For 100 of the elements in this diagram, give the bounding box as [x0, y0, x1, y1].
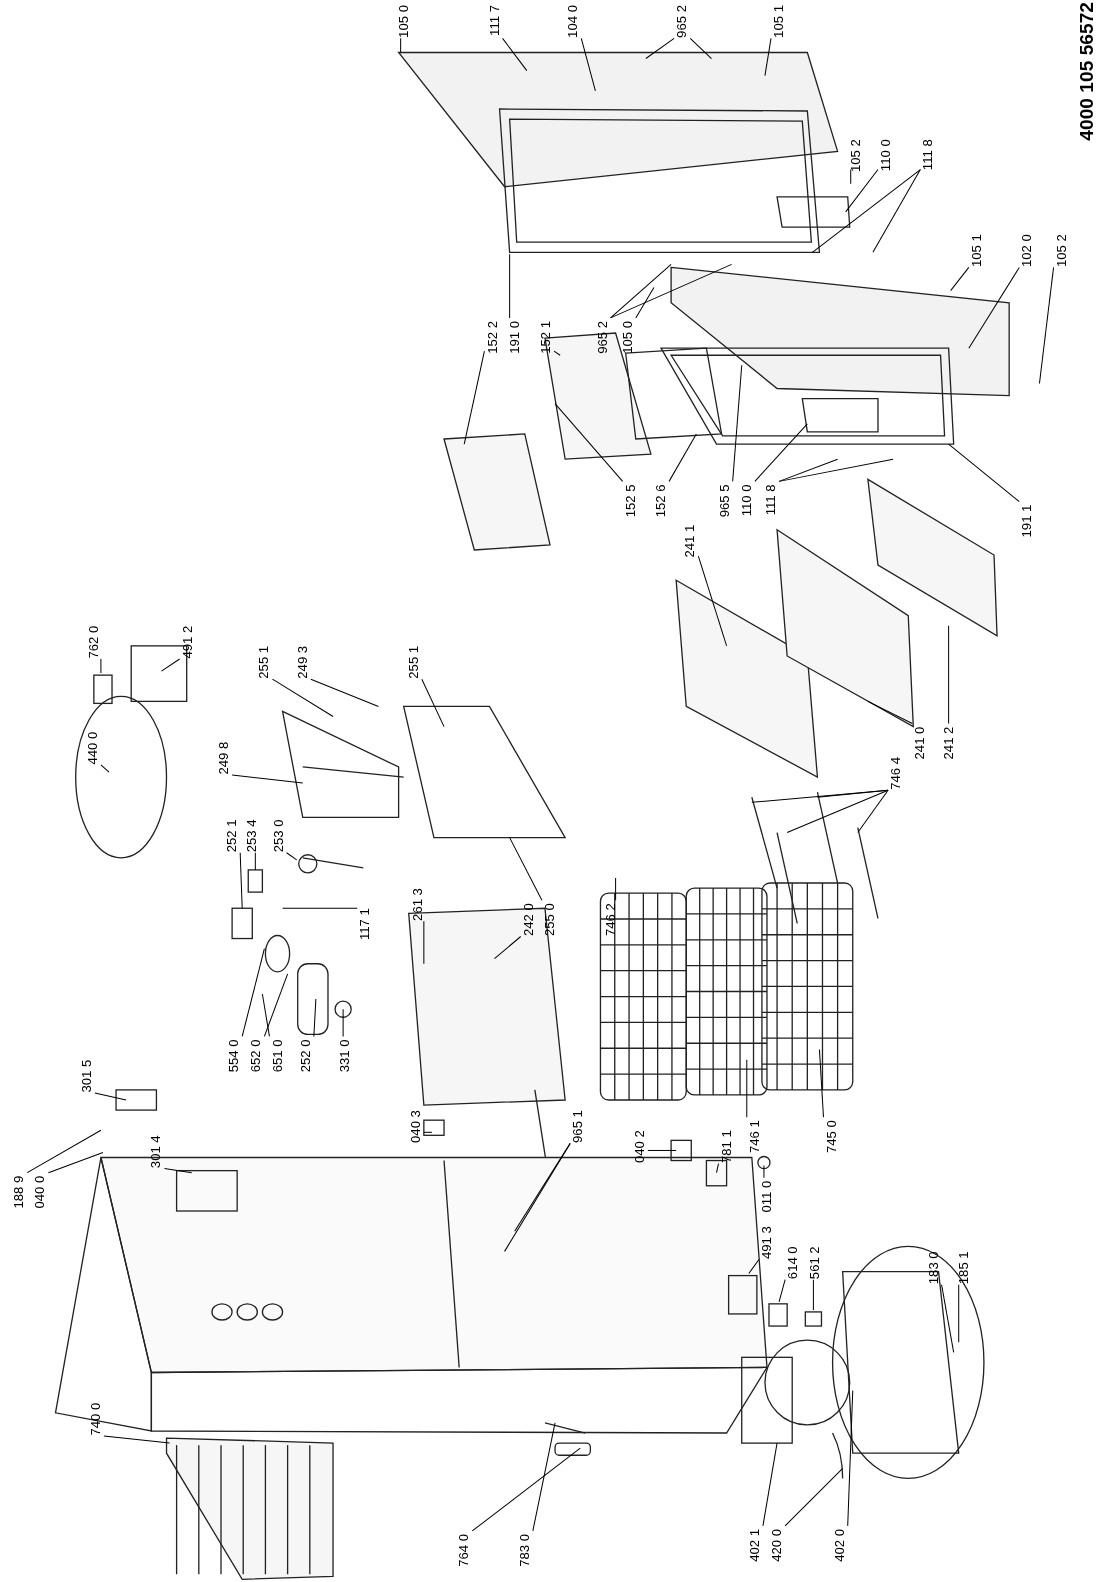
leader-line [423, 920, 425, 965]
callout-number: 253 0 [270, 819, 287, 853]
callout-number: 105 1 [771, 5, 788, 38]
leader-line [615, 877, 617, 901]
leader-line [746, 1059, 748, 1118]
callout-number: 252 0 [297, 1039, 314, 1073]
callout-number: 783 0 [516, 1533, 533, 1567]
callout-number: 040 3 [407, 1110, 424, 1143]
callout-number: 554 0 [226, 1039, 243, 1073]
leader-line [958, 1284, 960, 1343]
leader-line [867, 700, 913, 725]
callout-number: 152 1 [537, 320, 555, 354]
callout-number: 301 4 [148, 1135, 165, 1169]
leader-line [286, 852, 298, 861]
leader-line [950, 266, 970, 292]
callout-number: 261 3 [409, 888, 426, 921]
callout-number: 253 4 [244, 819, 261, 853]
leader-line [818, 1049, 824, 1118]
leader-line [502, 37, 528, 72]
callout-number: 105 2 [847, 139, 864, 173]
leader-line [754, 423, 808, 482]
leader-line [786, 789, 889, 834]
part-number: 4000 105 56572 [1075, 2, 1098, 141]
callout-number: 191 1 [1019, 504, 1036, 538]
leader-line [948, 443, 1020, 503]
leader-line [762, 1442, 778, 1527]
leader-line [241, 948, 265, 1037]
callout-number: 301 5 [78, 1059, 95, 1093]
leader-line [968, 266, 1020, 349]
callout-number: 491 2 [179, 625, 196, 659]
callout-number: 242 0 [520, 903, 537, 937]
callout-number: 105 2 [1053, 234, 1070, 267]
callout-number: 740 0 [87, 1402, 104, 1436]
callout-number: 040 0 [32, 1175, 49, 1209]
callout-number: 117 1 [357, 908, 374, 941]
leader-line [342, 1008, 344, 1037]
leader-line [164, 1168, 193, 1174]
leader-line [872, 169, 921, 253]
leader-line [100, 658, 102, 674]
leader-line [811, 169, 921, 253]
leader-line [282, 907, 358, 909]
callout-number: 491 3 [758, 1226, 776, 1259]
callout-number: 191 0 [506, 320, 523, 354]
leader-line [310, 678, 379, 707]
leader-line [271, 678, 334, 717]
callout-number: 652 0 [248, 1039, 265, 1073]
leader-line [778, 458, 839, 482]
leader-line [254, 852, 256, 871]
leader-line [554, 403, 624, 482]
leader-line [47, 1151, 104, 1174]
callout-number: 746 1 [746, 1120, 763, 1153]
leader-line [463, 350, 485, 445]
callout-number: 440 0 [84, 731, 101, 765]
leader-line [764, 37, 772, 77]
callout-number: 110 0 [738, 484, 755, 517]
callout-number: 255 1 [256, 645, 273, 679]
leader-line [610, 263, 733, 319]
leader-line [732, 364, 743, 482]
callout-number: 965 5 [716, 484, 733, 518]
callout-number: 111 8 [762, 484, 780, 516]
callout-number: 561 2 [807, 1246, 824, 1280]
leader-line [668, 433, 697, 482]
leader-line [778, 458, 894, 482]
callout-number: 040 2 [631, 1130, 648, 1164]
callout-number: 105 1 [968, 234, 985, 267]
leader-line [748, 1258, 760, 1275]
leader-line [812, 1279, 814, 1311]
leader-line [239, 852, 243, 909]
callout-number: 111 8 [920, 139, 937, 171]
callout-number: 110 0 [878, 139, 895, 172]
callout-number: 764 0 [456, 1533, 473, 1567]
leader-line [847, 1390, 854, 1527]
callout-number: 965 2 [594, 320, 611, 354]
callout-number: 111 7 [486, 5, 503, 36]
callout-number: 331 0 [337, 1039, 354, 1073]
callout-number: 402 0 [831, 1528, 848, 1562]
callout-number: 651 0 [269, 1039, 286, 1073]
leader-line [231, 774, 304, 784]
callout-number: 746 4 [888, 756, 905, 790]
leader-line [400, 37, 402, 53]
callout-number: 614 0 [785, 1246, 802, 1280]
leader-line [689, 37, 712, 60]
callout-number: 965 1 [570, 1110, 587, 1143]
callout-number: 965 2 [674, 5, 691, 38]
leader-line [941, 1284, 955, 1353]
callout-number: 105 0 [395, 5, 412, 38]
leader-line [263, 973, 289, 1037]
leader-line [845, 169, 879, 213]
callout-number: 241 0 [912, 726, 929, 760]
leader-line [635, 287, 655, 319]
leader-line [313, 998, 317, 1037]
leader-line [94, 1092, 127, 1101]
leader-line [778, 1279, 786, 1303]
leader-line [948, 625, 950, 725]
leader-line [103, 1435, 171, 1444]
leader-line [857, 789, 889, 834]
callout-number: 241 2 [940, 726, 957, 760]
callout-number: 762 0 [85, 625, 102, 659]
leader-line [421, 678, 445, 728]
leader-line [509, 837, 543, 901]
